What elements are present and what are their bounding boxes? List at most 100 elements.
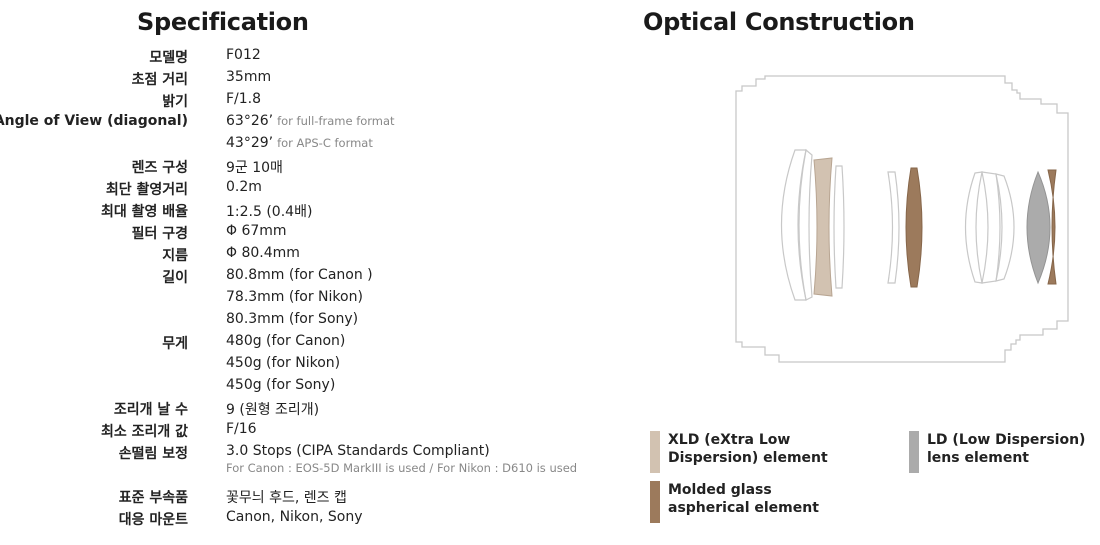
spec-value: 35mm [226, 69, 271, 85]
spec-row: 80.3mm (for Sony) [0, 311, 620, 333]
ld-element [1026, 170, 1051, 285]
spec-value: 9군 10매 [226, 157, 283, 177]
molded-swatch [650, 481, 660, 523]
ld-swatch [909, 431, 919, 473]
spec-label: 렌즈 구성 [131, 160, 188, 176]
spec-value: 1:2.5 (0.4배) [226, 201, 312, 221]
lens-element-2 [798, 148, 813, 301]
spec-label: 최대 촬영 배율 [100, 204, 188, 220]
spec-row: 78.3mm (for Nikon) [0, 289, 620, 311]
spec-value: 450g (for Nikon) [226, 355, 340, 371]
spec-value: 3.0 Stops (CIPA Standards Compliant) [226, 443, 490, 459]
spec-value: Φ 80.4mm [226, 245, 300, 261]
spec-value-text: F012 [226, 47, 261, 63]
spec-label: 필터 구경 [131, 226, 188, 242]
spec-label: 최단 촬영거리 [105, 182, 188, 198]
spec-value: F/16 [226, 421, 257, 437]
legend-xld: XLD (eXtra Low Dispersion) element [650, 431, 880, 475]
spec-label: 지름 [162, 248, 188, 264]
spec-value-text: 43°29’ [226, 135, 274, 151]
spec-row: 필터 구경 Φ 67mm [0, 223, 620, 245]
spec-value-text: 80.8mm (for Canon ) [226, 267, 373, 283]
legend-ld: LD (Low Dispersion) lens element [909, 431, 1099, 475]
spec-row: 450g (for Nikon) [0, 355, 620, 377]
spec-value: 80.8mm (for Canon ) [226, 267, 373, 283]
lens-element-4 [887, 171, 900, 284]
optical-construction-diagram [735, 75, 1069, 363]
spec-value-text: F/1.8 [226, 91, 262, 107]
spec-value-text: 80.3mm (for Sony) [226, 311, 359, 327]
spec-value-text: 꽃무늬 후드, 렌즈 캡 [226, 490, 347, 506]
spec-value-text: 3.0 Stops (CIPA Standards Compliant) [226, 443, 490, 459]
spec-label: 표준 부속품 [118, 490, 188, 506]
spec-row: Angle of View (diagonal) 63°26’for full-f… [0, 113, 620, 135]
spec-row: 표준 부속품 꽃무늬 후드, 렌즈 캡 [0, 487, 620, 509]
spec-value-text: Φ 67mm [226, 223, 287, 239]
spec-value-text: 450g (for Nikon) [226, 355, 341, 371]
spec-value-text: Φ 80.4mm [226, 245, 300, 261]
spec-value-text: 0.2m [226, 179, 262, 195]
legend-molded-line2: aspherical element [668, 500, 819, 516]
spec-label: 최소 조리개 값 [100, 424, 188, 440]
spec-label: 조리개 날 수 [113, 402, 188, 418]
spec-row: 조리개 날 수 9 (원형 조리개) [0, 399, 620, 421]
spec-value: 480g (for Canon) [226, 333, 345, 349]
spec-row: 최단 촬영거리 0.2m [0, 179, 620, 201]
spec-value: F/1.8 [226, 91, 261, 107]
legend-ld-text: LD (Low Dispersion) lens element [927, 431, 1085, 467]
spec-value-text: 35mm [226, 69, 272, 85]
spec-value: 0.2m [226, 179, 262, 195]
xld-element [813, 157, 833, 297]
lens-element-5 [964, 171, 983, 284]
spec-value-text: 9군 10매 [226, 160, 283, 176]
legend-xld-line1: XLD (eXtra Low [668, 432, 791, 448]
spec-label: 손떨림 보정 [118, 446, 188, 462]
lens-element-6 [981, 171, 1001, 284]
spec-value-text: 63°26’ [226, 113, 274, 129]
spec-row: 길이 80.8mm (for Canon ) [0, 267, 620, 289]
spec-value-text: 480g (for Canon) [226, 333, 346, 349]
spec-value: 꽃무늬 후드, 렌즈 캡 [226, 487, 347, 507]
spec-value-text: 1:2.5 (0.4배) [226, 204, 313, 220]
spec-label: 모델명 [149, 50, 188, 66]
spec-value: 80.3mm (for Sony) [226, 311, 358, 327]
spec-value-text: Canon, Nikon, Sony [226, 509, 363, 525]
spec-row: 43°29’for APS-C format [0, 135, 620, 157]
spec-row: 최소 조리개 값 F/16 [0, 421, 620, 443]
specification-title: Specification [137, 8, 309, 36]
spec-value: 43°29’for APS-C format [226, 135, 373, 151]
spec-value: 78.3mm (for Nikon) [226, 289, 363, 305]
spec-value: 63°26’for full-frame format [226, 113, 395, 129]
spec-row: 지름 Φ 80.4mm [0, 245, 620, 267]
spec-label: 길이 [162, 270, 188, 286]
spec-subnote: For Canon : EOS-5D MarkIII is used / For… [226, 461, 578, 475]
spec-value: Canon, Nikon, Sony [226, 509, 363, 525]
xld-swatch [650, 431, 660, 473]
legend-ld-line1: LD (Low Dispersion) [927, 432, 1086, 448]
legend-molded: Molded glass aspherical element [650, 481, 880, 525]
optical-construction-title: Optical Construction [643, 8, 915, 36]
legend-molded-line1: Molded glass [668, 482, 772, 498]
spec-value: F012 [226, 47, 261, 63]
lens-element-7 [995, 173, 1015, 282]
spec-value-text: 78.3mm (for Nikon) [226, 289, 363, 305]
lens-element-3 [833, 165, 845, 289]
spec-label: 무게 [162, 336, 188, 352]
spec-value: 450g (for Sony) [226, 377, 335, 393]
spec-label: Angle of View (diagonal) [0, 113, 188, 129]
lens-barrel-outline [735, 75, 1069, 363]
legend-xld-text: XLD (eXtra Low Dispersion) element [668, 431, 828, 467]
spec-row: 초점 거리 35mm [0, 69, 620, 91]
spec-row: 무게 480g (for Canon) [0, 333, 620, 355]
spec-value-text: F/16 [226, 421, 257, 437]
spec-row: 450g (for Sony) [0, 377, 620, 399]
legend-xld-line2: Dispersion) element [668, 450, 828, 466]
spec-value-text: 9 (원형 조리개) [226, 402, 320, 418]
spec-label: 초점 거리 [131, 72, 188, 88]
molded-aspherical-element-1 [905, 167, 923, 288]
spec-row: 렌즈 구성 9군 10매 [0, 157, 620, 179]
spec-row: 최대 촬영 배율 1:2.5 (0.4배) [0, 201, 620, 223]
spec-value-note: for APS-C format [277, 136, 373, 150]
